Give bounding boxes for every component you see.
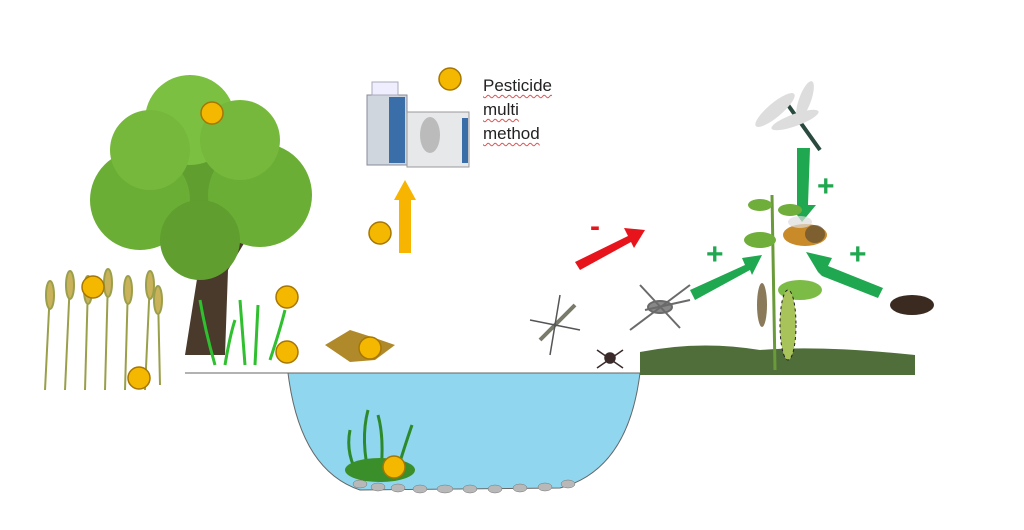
wheat-field (44, 268, 163, 391)
pesticide-method-label: Pesticide multi method (483, 74, 552, 146)
positive-sign-left: + (706, 238, 724, 271)
label-line: method (483, 124, 540, 143)
meadow (640, 345, 915, 375)
pebbles (352, 479, 576, 494)
lc-ms-instrument-icon (366, 81, 470, 168)
positive-sign-top: + (817, 170, 835, 203)
transport-arrow (394, 180, 416, 253)
pesticide-dot (438, 67, 462, 91)
small-spider-icon (596, 349, 624, 369)
grasshopper-icon (757, 283, 767, 327)
tree (90, 75, 312, 355)
pesticide-residues (81, 67, 462, 479)
label-line: Pesticide (483, 76, 552, 95)
negative-effect-arrow (575, 228, 645, 270)
pesticide-dot (127, 366, 151, 390)
beetle-icon (890, 295, 934, 315)
positive-sign-right: + (849, 238, 867, 271)
pesticide-dot (200, 101, 224, 125)
negative-sign: - (590, 210, 600, 243)
arrow-dragonfly-to-plant (790, 148, 816, 222)
pond (287, 372, 641, 491)
positive-arrows (690, 148, 883, 300)
arrow-beetle-to-plant (806, 252, 883, 298)
label-line: multi (483, 100, 519, 119)
pesticide-dot (81, 275, 105, 299)
pesticide-dot (358, 336, 382, 360)
bee-icon (783, 216, 827, 246)
dragonfly-icon (755, 81, 822, 152)
pesticide-dot (275, 340, 299, 364)
arrow-spider-to-plant (690, 255, 762, 300)
pesticide-dot (275, 285, 299, 309)
wolf-spider-icon (629, 284, 691, 331)
herbs (198, 299, 287, 366)
mosquito-icon (529, 294, 581, 356)
pesticide-dot (368, 221, 392, 245)
caterpillar-icon (779, 289, 797, 361)
pesticide-dot (382, 455, 406, 479)
